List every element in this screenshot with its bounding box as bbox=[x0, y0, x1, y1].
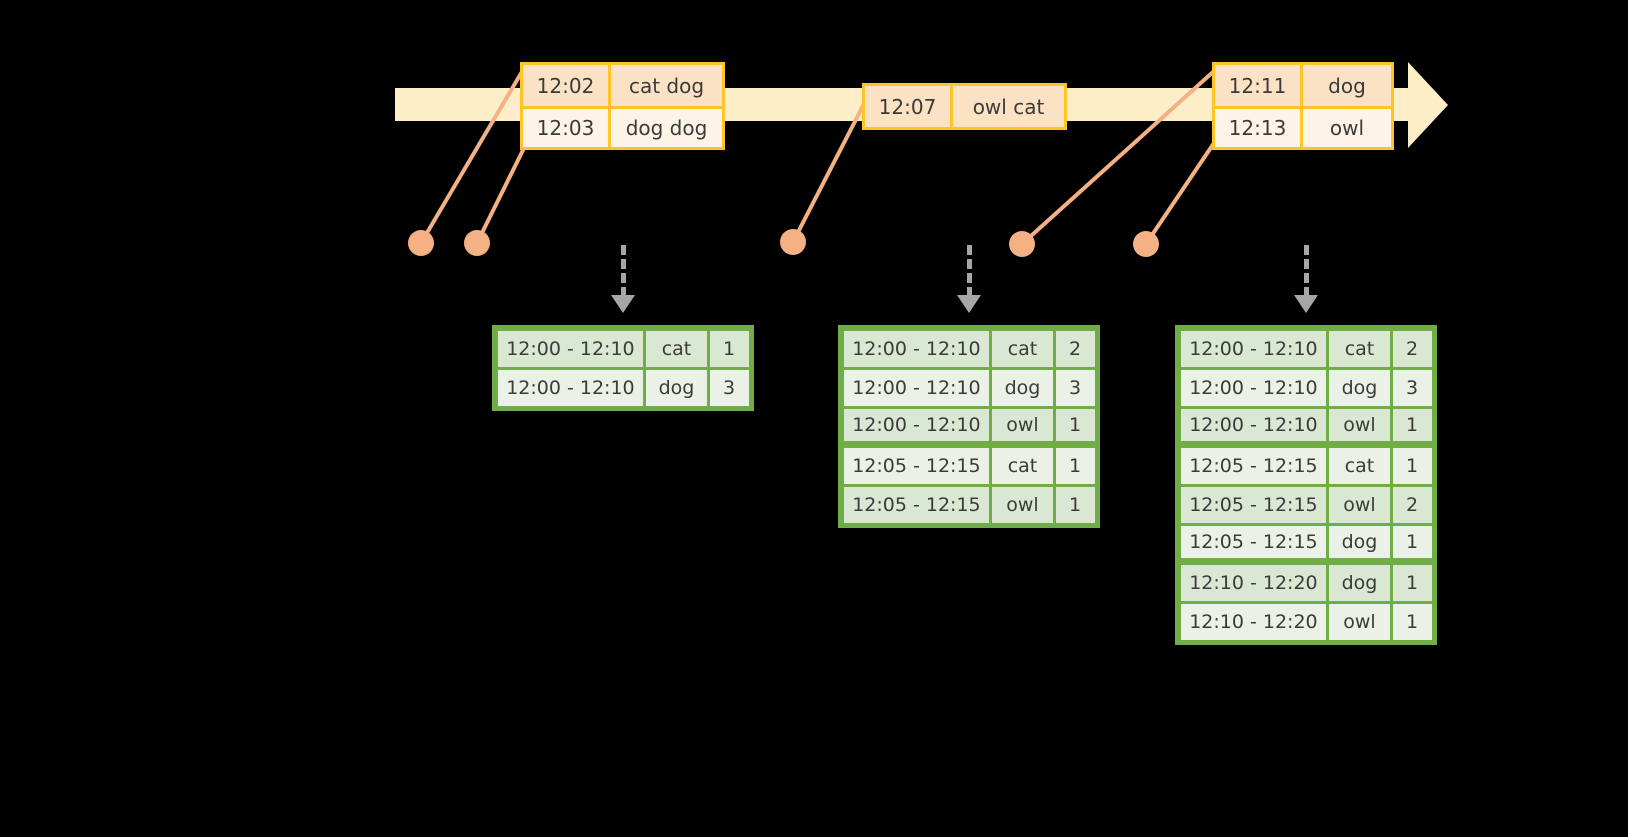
word-cell: dog bbox=[1329, 369, 1390, 406]
window-cell: 12:00 - 12:10 bbox=[843, 408, 990, 441]
count-cell: 3 bbox=[709, 369, 749, 406]
window-cell: 12:00 - 12:10 bbox=[1180, 330, 1327, 367]
connector-dot bbox=[1009, 231, 1035, 257]
word-cell: owl bbox=[992, 408, 1053, 441]
connector-dot bbox=[1133, 231, 1159, 257]
window-cell: 12:00 - 12:10 bbox=[1180, 408, 1327, 441]
event-box-b[interactable]: 12:07 owl cat bbox=[862, 83, 1067, 130]
window-cell: 12:05 - 12:15 bbox=[843, 447, 990, 484]
window-cell: 12:05 - 12:15 bbox=[843, 486, 990, 523]
word-cell: cat bbox=[646, 330, 707, 367]
word-cell: dog bbox=[1329, 525, 1390, 558]
count-cell: 1 bbox=[1392, 408, 1432, 441]
word-cell: owl bbox=[1329, 486, 1390, 523]
word-cell: owl bbox=[992, 486, 1053, 523]
connector-dot bbox=[464, 230, 490, 256]
event-words: cat dog bbox=[611, 65, 722, 106]
count-cell: 2 bbox=[1392, 486, 1432, 523]
event-words: dog dog bbox=[611, 109, 722, 147]
event-time: 12:03 bbox=[523, 109, 611, 147]
word-cell: cat bbox=[1329, 330, 1390, 367]
word-cell: dog bbox=[992, 369, 1053, 406]
event-time: 12:02 bbox=[523, 65, 611, 106]
event-row: 12:07 owl cat bbox=[865, 86, 1064, 127]
event-words: owl bbox=[1303, 109, 1391, 147]
count-cell: 1 bbox=[1055, 447, 1095, 484]
word-cell: cat bbox=[992, 447, 1053, 484]
count-cell: 1 bbox=[1392, 564, 1432, 601]
timeline-arrowhead-icon bbox=[1408, 62, 1448, 148]
window-cell: 12:10 - 12:20 bbox=[1180, 603, 1327, 640]
event-words: dog bbox=[1303, 65, 1391, 106]
window-cell: 12:00 - 12:10 bbox=[843, 369, 990, 406]
count-cell: 1 bbox=[1392, 525, 1432, 558]
window-cell: 12:00 - 12:10 bbox=[1180, 369, 1327, 406]
window-cell: 12:00 - 12:10 bbox=[843, 330, 990, 367]
event-time: 12:13 bbox=[1215, 109, 1303, 147]
event-row: 12:13 owl bbox=[1215, 106, 1391, 147]
connector-dot bbox=[408, 230, 434, 256]
event-time: 12:07 bbox=[865, 86, 953, 127]
event-row: 12:02 cat dog bbox=[523, 65, 722, 106]
event-row: 12:11 dog bbox=[1215, 65, 1391, 106]
count-cell: 3 bbox=[1055, 369, 1095, 406]
connector-dot bbox=[780, 229, 806, 255]
count-cell: 2 bbox=[1392, 330, 1432, 367]
count-cell: 1 bbox=[1392, 447, 1432, 484]
word-cell: dog bbox=[1329, 564, 1390, 601]
event-row: 12:03 dog dog bbox=[523, 106, 722, 147]
word-cell: cat bbox=[1329, 447, 1390, 484]
word-cell: owl bbox=[1329, 603, 1390, 640]
count-cell: 3 bbox=[1392, 369, 1432, 406]
window-cell: 12:10 - 12:20 bbox=[1180, 564, 1327, 601]
window-cell: 12:00 - 12:10 bbox=[497, 369, 644, 406]
count-cell: 1 bbox=[1392, 603, 1432, 640]
count-cell: 1 bbox=[1055, 486, 1095, 523]
window-cell: 12:05 - 12:15 bbox=[1180, 525, 1327, 558]
word-cell: owl bbox=[1329, 408, 1390, 441]
count-cell: 2 bbox=[1055, 330, 1095, 367]
window-cell: 12:00 - 12:10 bbox=[497, 330, 644, 367]
count-cell: 1 bbox=[1055, 408, 1095, 441]
window-cell: 12:05 - 12:15 bbox=[1180, 486, 1327, 523]
event-box-a[interactable]: 12:02 cat dog 12:03 dog dog bbox=[520, 62, 725, 150]
event-box-c[interactable]: 12:11 dog 12:13 owl bbox=[1212, 62, 1394, 150]
word-cell: cat bbox=[992, 330, 1053, 367]
event-time: 12:11 bbox=[1215, 65, 1303, 106]
event-words: owl cat bbox=[953, 86, 1064, 127]
window-cell: 12:05 - 12:15 bbox=[1180, 447, 1327, 484]
count-cell: 1 bbox=[709, 330, 749, 367]
word-cell: dog bbox=[646, 369, 707, 406]
